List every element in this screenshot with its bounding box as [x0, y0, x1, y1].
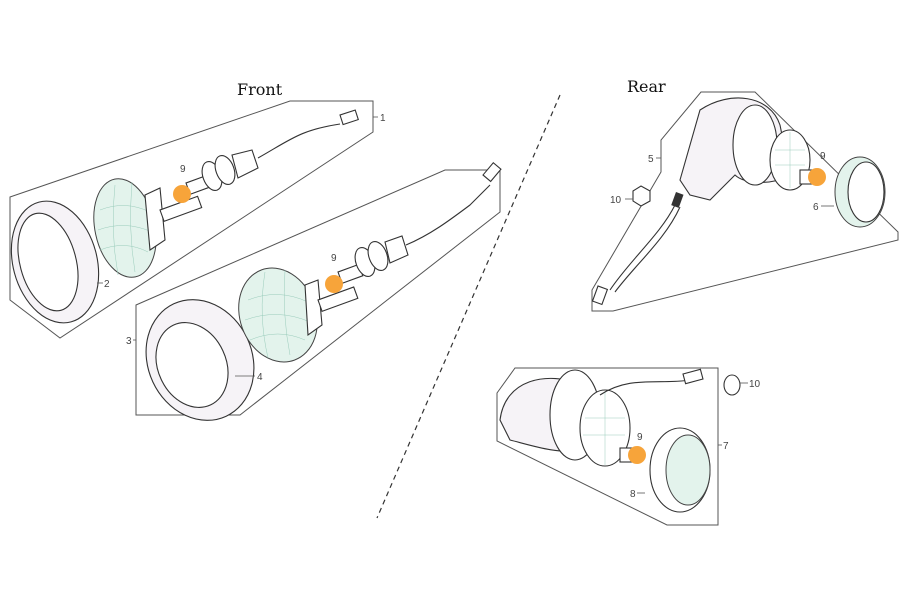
lens-stem: [317, 286, 359, 312]
front-section-title: Front: [237, 80, 283, 99]
callout-9-rear-lower: 9: [637, 432, 643, 443]
nut-part: [723, 374, 741, 396]
connector: [591, 285, 609, 306]
housing-face: [732, 104, 778, 186]
bulb-icon: [628, 446, 646, 464]
lens-base: [144, 187, 166, 251]
assembly-frame: [9, 100, 374, 339]
bulb-icon: [173, 185, 191, 203]
rear-lower-assembly: 10 7 9 8: [496, 367, 761, 526]
connector: [682, 368, 704, 385]
callout-10-rear-upper: 10: [610, 195, 622, 206]
rear-upper-assembly: 10 5 9 6: [591, 91, 899, 312]
socket: [231, 149, 259, 179]
callout-9-front-upper: 9: [180, 164, 186, 175]
rim-opening: [155, 322, 229, 408]
bulb-icon: [808, 168, 826, 186]
lens-part: [665, 434, 711, 506]
connector: [482, 161, 502, 183]
callout-8: 8: [630, 489, 636, 500]
socket: [384, 235, 409, 264]
assembly-frame: [591, 91, 899, 312]
connector: [339, 109, 360, 126]
callout-10-rear-lower: 10: [749, 379, 761, 390]
callout-2: 2: [104, 279, 110, 290]
front-rear-divider: [376, 94, 561, 519]
nut-part: [632, 185, 651, 207]
bulb-icon: [325, 275, 343, 293]
callout-4: 4: [257, 372, 263, 383]
callout-3: 3: [126, 336, 132, 347]
callout-5: 5: [648, 154, 654, 165]
callout-6: 6: [813, 202, 819, 213]
callout-7: 7: [723, 441, 729, 452]
front-upper-assembly: 1 2 9: [9, 100, 386, 339]
lens-stem: [159, 195, 203, 222]
callout-9-rear-upper: 9: [820, 151, 826, 162]
rear-section-title: Rear: [627, 77, 666, 96]
rim-opening: [17, 212, 79, 312]
callout-1: 1: [380, 113, 386, 124]
callout-9-front-lower: 9: [331, 253, 337, 264]
assembly-frame: [135, 169, 501, 416]
front-lower-assembly: 3 4 9: [126, 161, 502, 421]
assembly-frame: [496, 367, 719, 526]
